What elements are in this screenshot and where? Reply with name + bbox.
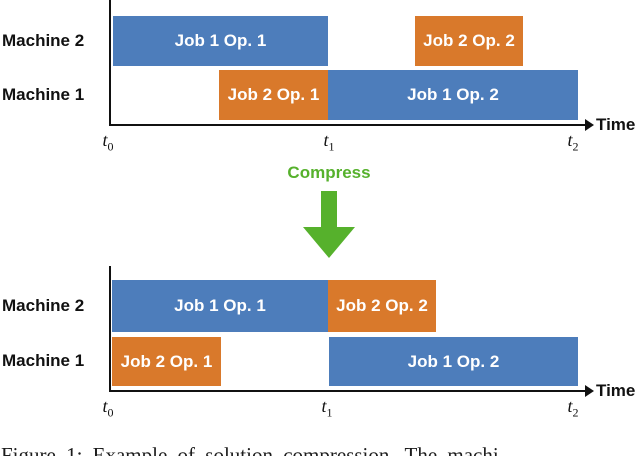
bottom-bar-job1-op1: Job 1 Op. 1	[112, 280, 328, 332]
top-y-axis	[109, 0, 111, 126]
bottom-tick-t2: t2	[567, 396, 579, 420]
top-tick-t0: t0	[102, 130, 114, 154]
bottom-time-axis-label: Time	[596, 381, 636, 400]
top-bar-job1-op1: Job 1 Op. 1	[113, 16, 328, 66]
bottom-y-axis	[109, 266, 111, 392]
top-time-axis-arrowhead-icon	[585, 119, 594, 131]
bottom-machine-2-label: Machine 2	[2, 296, 85, 315]
top-bar-job2-op1: Job 2 Op. 1	[219, 70, 328, 120]
bottom-time-axis-arrowhead-icon	[585, 385, 594, 397]
top-time-axis	[109, 124, 586, 126]
bottom-tick-t0: t0	[102, 396, 114, 420]
figure-caption: Figure 1: Example of solution compressio…	[1, 443, 499, 456]
top-machine-1-label: Machine 1	[2, 85, 85, 104]
top-tick-t2: t2	[567, 130, 579, 154]
bottom-bar-job2-op1: Job 2 Op. 1	[112, 337, 221, 386]
compress-label: Compress	[287, 163, 371, 182]
top-time-axis-label: Time	[596, 115, 636, 134]
top-tick-t1: t1	[323, 130, 335, 154]
bottom-machine-1-label: Machine 1	[2, 351, 85, 370]
top-bar-job2-op2: Job 2 Op. 2	[415, 16, 523, 66]
bottom-bar-job1-op2: Job 1 Op. 2	[329, 337, 578, 386]
top-bar-job1-op2: Job 1 Op. 2	[328, 70, 578, 120]
bottom-bar-job2-op2: Job 2 Op. 2	[328, 280, 436, 332]
top-machine-2-label: Machine 2	[2, 31, 85, 50]
bottom-tick-t1: t1	[321, 396, 333, 420]
bottom-time-axis	[109, 390, 586, 392]
compress-arrow-icon	[303, 191, 355, 258]
